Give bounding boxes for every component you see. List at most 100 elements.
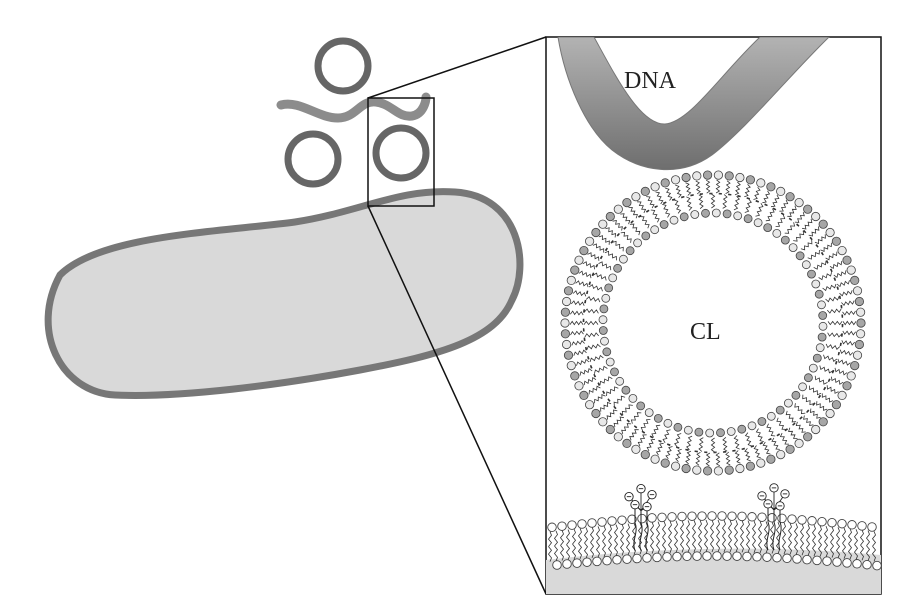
membrane-tail — [686, 520, 690, 537]
bacterial-cell — [44, 188, 524, 399]
lipid-tail — [819, 365, 834, 374]
lipid-tail — [839, 290, 853, 297]
lipid-head — [604, 283, 614, 293]
membrane-tail — [758, 520, 763, 538]
lipid-tail — [806, 409, 810, 413]
lipid-head — [852, 286, 863, 296]
lipid-tail — [829, 268, 833, 273]
lipid-tail — [755, 428, 764, 442]
lipid-tail — [795, 421, 806, 433]
membrane-head — [697, 511, 707, 521]
lipid-tail — [599, 255, 603, 260]
lipid-tail — [732, 449, 736, 452]
lipid-head — [570, 265, 580, 275]
lipid-tail — [734, 181, 741, 196]
lipid-tail — [621, 423, 632, 435]
lipid-head — [811, 211, 821, 222]
lipid-tail — [666, 443, 671, 447]
lipid-tail — [741, 447, 745, 450]
lipid-head — [842, 381, 852, 391]
lipid-tail — [746, 197, 751, 200]
lipid-tail — [685, 450, 692, 465]
membrane-tail — [553, 545, 559, 562]
lipid-tail — [591, 272, 595, 277]
lipid-tail — [595, 263, 599, 268]
lipid-head — [757, 417, 767, 426]
membrane-tail — [674, 520, 678, 537]
lipid-tail — [766, 423, 776, 437]
lipid-head — [631, 444, 641, 454]
lipid-tail — [588, 281, 591, 285]
lipid-head — [818, 311, 828, 320]
lipid-tail — [675, 448, 682, 462]
membrane-head — [647, 513, 657, 523]
lipid-head — [579, 246, 589, 256]
lipid-tail — [583, 376, 597, 386]
membrane-tail — [613, 540, 619, 557]
lipid-tail — [722, 194, 728, 209]
lipid-tail — [827, 320, 843, 326]
membrane-head — [592, 556, 602, 567]
lipid-tail — [768, 437, 772, 441]
lipid-head — [850, 360, 860, 371]
lipid-head — [584, 236, 595, 246]
lipid-head — [600, 336, 609, 346]
lipid-tail — [640, 419, 651, 432]
lipid-tail — [809, 385, 822, 396]
lipid-tail — [744, 432, 753, 447]
lipid-tail — [836, 280, 850, 288]
lipid-tail — [796, 223, 800, 227]
lipid-head — [818, 321, 828, 331]
membrane-tail — [859, 529, 865, 546]
membrane-tail — [571, 543, 577, 560]
membrane-tail — [793, 523, 799, 540]
lipid-tail — [662, 204, 671, 218]
membrane-tail — [859, 544, 865, 561]
lipid-tail — [587, 356, 590, 360]
lipid-tail — [744, 448, 751, 462]
lipid-tail — [827, 332, 842, 338]
lipid-tail — [750, 445, 755, 448]
lipid-tail — [722, 436, 728, 452]
lipid-tail — [587, 252, 600, 261]
lipid-head — [713, 170, 724, 180]
lipid-head — [563, 286, 574, 296]
membrane-tail — [710, 535, 714, 553]
membrane-head — [707, 511, 717, 521]
lipid-tail — [776, 417, 787, 430]
lipid-head — [591, 227, 601, 238]
lipid-tail — [589, 365, 593, 369]
membrane-tail — [667, 536, 672, 553]
membrane-head — [632, 553, 642, 564]
lipid-tail — [842, 330, 857, 336]
lipid-tail — [571, 340, 585, 346]
lipid-tail — [639, 216, 650, 229]
lipid-tail — [710, 193, 716, 209]
lipid-head — [811, 279, 821, 289]
lipid-head — [753, 218, 763, 228]
lipid-head — [716, 428, 725, 438]
lipid-tail — [641, 430, 646, 434]
lipid-head — [613, 263, 622, 273]
lipid-head — [561, 339, 572, 350]
membrane-head — [832, 557, 842, 567]
lipid-tail — [673, 199, 682, 214]
lipid-tail — [621, 404, 633, 416]
lipid-tail — [584, 299, 587, 304]
membrane-tail — [865, 545, 871, 561]
membrane-tail — [746, 520, 750, 537]
liposome-bilayer — [560, 170, 866, 476]
membrane-tail — [799, 523, 805, 540]
lipid-head — [574, 255, 584, 265]
lipid-tail — [836, 286, 839, 290]
membrane-tail — [734, 535, 738, 553]
lipid-head — [722, 209, 732, 219]
lps-chain — [645, 522, 649, 551]
membrane-head — [752, 552, 762, 562]
lipid-tail — [694, 450, 698, 453]
lipid-head — [825, 408, 835, 419]
lipid-head — [591, 408, 601, 419]
lipid-tail — [583, 320, 599, 326]
lipid-tail — [734, 450, 741, 464]
membrane-tail — [692, 520, 696, 537]
